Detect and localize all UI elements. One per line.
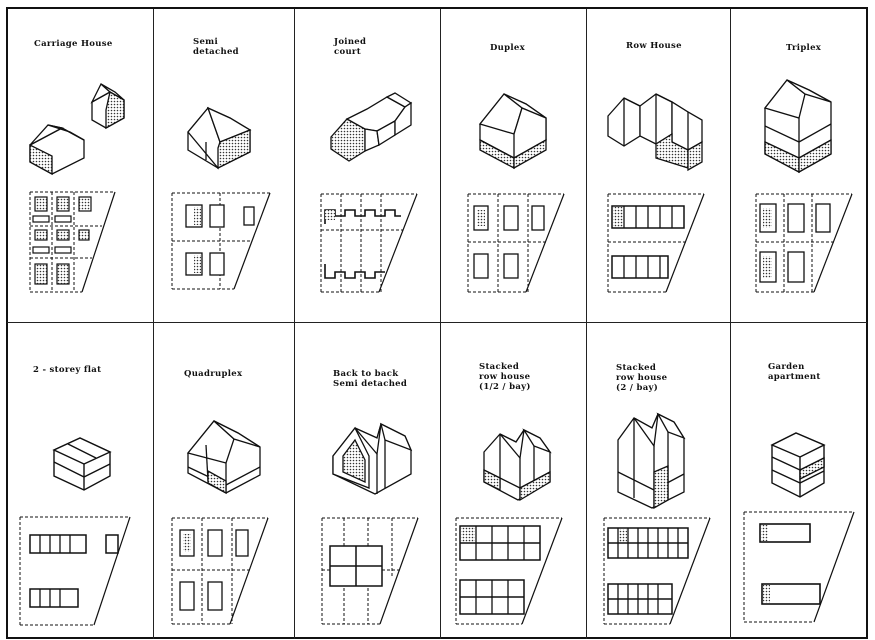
label-stacked-row-half: Stacked row house (1/2 / bay) — [479, 362, 531, 392]
column-divider — [153, 9, 154, 639]
quadruplex-plan — [172, 518, 272, 626]
back-to-back-plan — [322, 518, 422, 626]
stacked-row-half-isometric — [478, 412, 568, 507]
row-house-isometric — [602, 78, 712, 178]
label-carriage-house: Carriage House — [34, 39, 113, 49]
column-divider — [440, 9, 441, 639]
diagram-frame — [6, 7, 868, 639]
semi-detached-plan — [172, 193, 272, 293]
label-semi-detached: Semi detached — [193, 37, 239, 57]
carriage-house-plan — [30, 192, 120, 294]
garden-apartment-isometric — [766, 427, 846, 507]
joined-court-plan — [321, 194, 421, 294]
stacked-row-half-plan — [456, 518, 566, 626]
label-back-to-back: Back to back Semi detached — [333, 369, 407, 389]
stacked-row-two-isometric — [612, 400, 702, 510]
garden-apartment-plan — [744, 512, 859, 624]
two-storey-flat-plan — [20, 517, 135, 627]
triplex-isometric — [755, 62, 845, 182]
label-stacked-row-two: Stacked row house (2 / bay) — [616, 363, 667, 393]
label-quadruplex: Quadruplex — [184, 369, 242, 379]
back-to-back-isometric — [325, 408, 425, 503]
label-joined-court: Joined court — [334, 37, 366, 57]
stacked-row-two-plan — [604, 518, 714, 626]
label-triplex: Triplex — [786, 43, 821, 53]
row-divider — [7, 322, 867, 323]
label-duplex: Duplex — [490, 43, 525, 53]
quadruplex-isometric — [180, 405, 275, 500]
carriage-house-isometric — [20, 70, 130, 180]
semi-detached-isometric — [180, 82, 270, 172]
label-garden-apartment: Garden apartment — [768, 362, 821, 382]
label-row-house: Row House — [626, 41, 682, 51]
row-house-plan — [608, 194, 708, 294]
joined-court-isometric — [325, 85, 415, 170]
column-divider — [730, 9, 731, 639]
column-divider — [294, 9, 295, 639]
label-two-storey-flat: 2 - storey flat — [33, 365, 101, 375]
duplex-isometric — [470, 78, 560, 168]
triplex-plan — [756, 194, 856, 294]
two-storey-flat-isometric — [48, 432, 118, 497]
column-divider — [586, 9, 587, 639]
duplex-plan — [468, 194, 568, 294]
